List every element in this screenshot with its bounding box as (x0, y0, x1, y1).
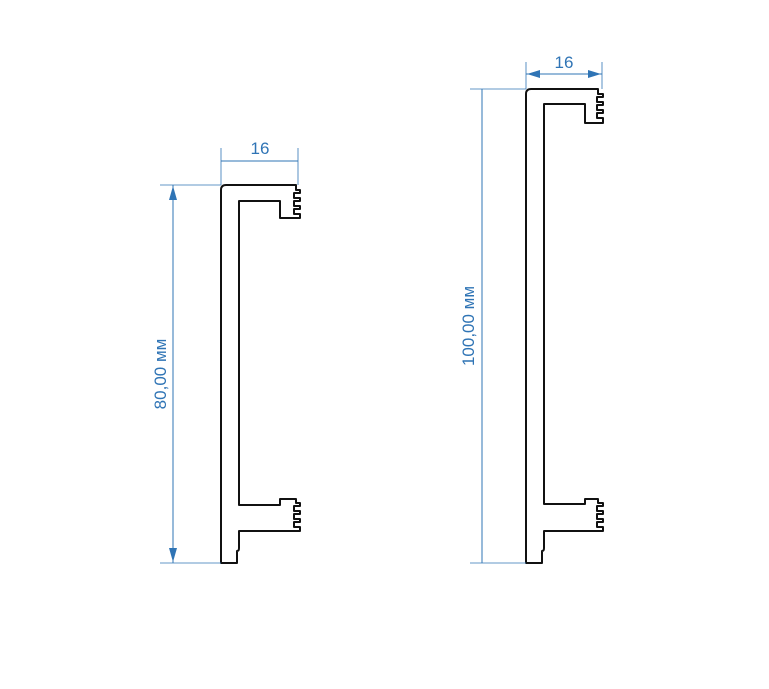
profile-100-outline (525, 88, 604, 564)
height-label-80: 80,00 мм (151, 339, 170, 410)
profile-100: 16 100,00 мм (459, 53, 604, 564)
profile-80-outline (220, 184, 301, 564)
arrow-left-100 (527, 70, 540, 78)
width-label-80: 16 (251, 139, 270, 158)
profile-80: 16 80,00 мм (151, 139, 301, 564)
arrow-up-80 (169, 186, 177, 200)
arrow-down-80 (169, 548, 177, 562)
height-label-100: 100,00 мм (459, 286, 478, 366)
arrow-right-100 (588, 70, 601, 78)
width-dimension-100: 16 (525, 53, 603, 89)
width-dimension-80: 16 (220, 139, 299, 185)
height-dimension-80: 80,00 мм (151, 184, 221, 564)
width-label-100: 16 (555, 53, 574, 72)
height-dimension-100: 100,00 мм (459, 88, 526, 564)
